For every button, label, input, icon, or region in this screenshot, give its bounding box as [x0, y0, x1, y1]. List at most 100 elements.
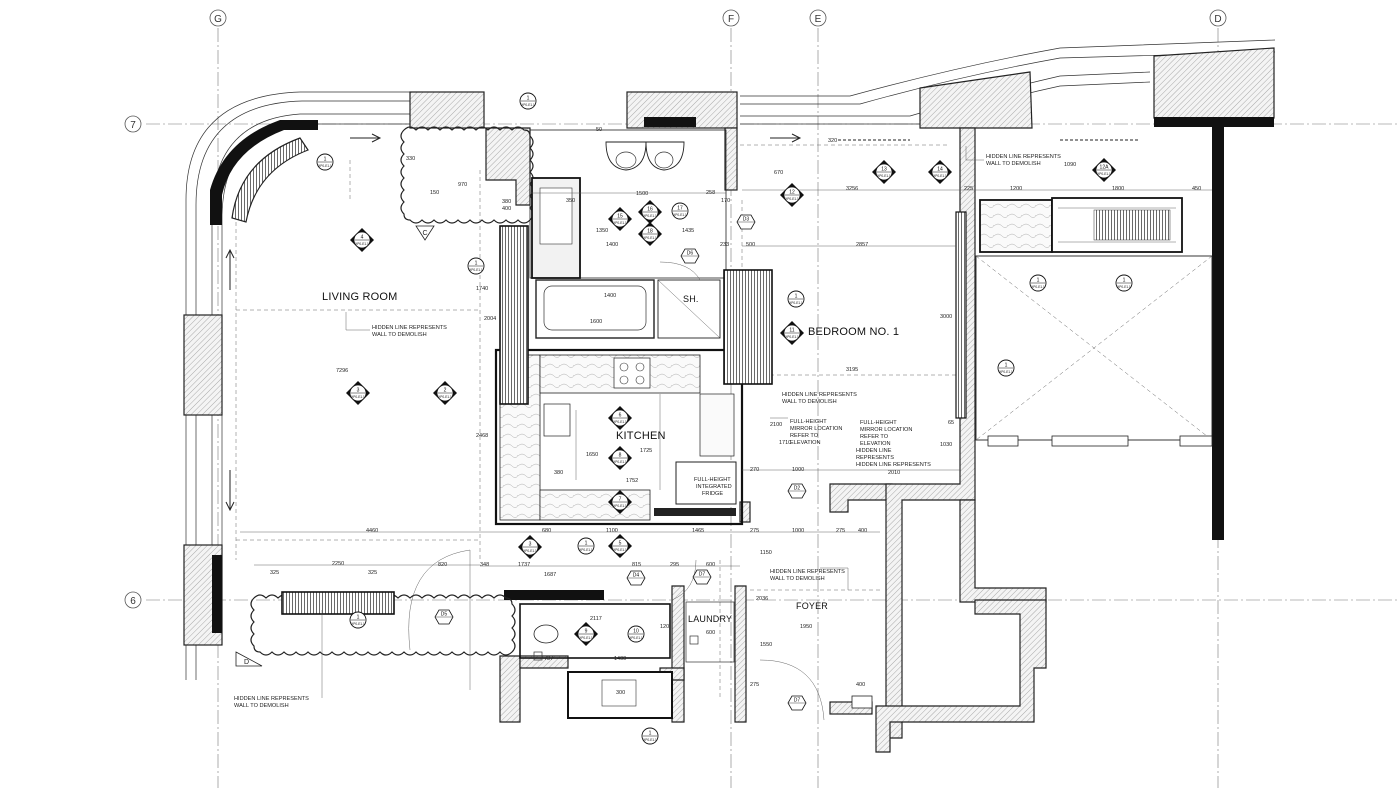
- svg-text:XP0-E1.1: XP0-E1.1: [318, 164, 332, 168]
- airflow-arrows: [225, 133, 1140, 512]
- svg-text:XP0-E1.1: XP0-E1.1: [643, 738, 657, 742]
- svg-text:170: 170: [721, 198, 730, 204]
- note-mirror-1: FULL-HEIGHT MIRROR LOCATION REFER TO ELE…: [770, 417, 842, 446]
- svg-text:275: 275: [750, 682, 759, 688]
- heater-unit-4: [281, 591, 395, 615]
- svg-text:1465: 1465: [692, 528, 704, 534]
- svg-text:XP0-E1.1: XP0-E1.1: [613, 420, 627, 424]
- svg-text:1: 1: [324, 157, 327, 163]
- heater-unit-3: [955, 211, 967, 419]
- svg-text:XP0-E1.1: XP0-E1.1: [643, 236, 657, 240]
- svg-text:600: 600: [706, 630, 715, 636]
- svg-text:XP0-E1.1: XP0-E1.1: [1031, 285, 1045, 289]
- grid-bubble-e: E: [809, 9, 827, 27]
- grid-bubble-6: 6: [124, 591, 142, 609]
- svg-text:D5: D5: [441, 612, 448, 618]
- svg-text:225: 225: [964, 186, 973, 192]
- heater-unit-2: [723, 269, 773, 385]
- section-mark-c: C: [415, 225, 435, 241]
- svg-text:INTEGRATED: INTEGRATED: [696, 484, 732, 490]
- svg-text:18: 18: [647, 229, 653, 235]
- svg-text:670: 670: [774, 170, 783, 176]
- svg-text:7: 7: [130, 120, 136, 131]
- structure-west-block: [212, 555, 222, 633]
- svg-text:C: C: [422, 230, 427, 237]
- pier-north-3: [919, 71, 1033, 129]
- svg-text:1: 1: [475, 261, 478, 267]
- svg-text:ELEVATION: ELEVATION: [860, 441, 891, 447]
- svg-text:6: 6: [130, 596, 136, 607]
- svg-text:HIDDEN LINE REPRESENTS: HIDDEN LINE REPRESENTS: [782, 392, 857, 398]
- svg-text:2250: 2250: [332, 561, 344, 567]
- svg-text:1: 1: [1005, 363, 1008, 369]
- svg-text:XP0-E1.1: XP0-E1.1: [523, 549, 537, 553]
- svg-text:XP0-E1.1: XP0-E1.1: [785, 335, 799, 339]
- svg-text:HIDDEN LINE REPRESENTS: HIDDEN LINE REPRESENTS: [234, 696, 309, 702]
- svg-text:1400: 1400: [606, 242, 618, 248]
- svg-text:3: 3: [357, 388, 360, 394]
- svg-text:XP0-E1.1: XP0-E1.1: [579, 548, 593, 552]
- svg-text:F: F: [728, 14, 734, 25]
- svg-text:WALL TO DEMOLISH: WALL TO DEMOLISH: [986, 161, 1041, 167]
- grid-bubble-g: G: [209, 9, 227, 27]
- svg-text:1000: 1000: [792, 528, 804, 534]
- svg-text:500: 500: [746, 242, 755, 248]
- door-tag-d6: D6: [680, 248, 700, 264]
- svg-text:XP0-E1.1: XP0-E1.1: [629, 636, 643, 640]
- svg-text:1950: 1950: [800, 624, 812, 630]
- door-tag-d7: D7: [787, 695, 807, 711]
- svg-text:XP0-E1.1: XP0-E1.1: [613, 460, 627, 464]
- svg-text:XP0-E1.1: XP0-E1.1: [785, 197, 799, 201]
- svg-text:1725: 1725: [640, 448, 652, 454]
- svg-text:3256: 3256: [846, 186, 858, 192]
- svg-text:WALL TO DEMOLISH: WALL TO DEMOLISH: [234, 703, 289, 709]
- svg-text:XP0-E1.1: XP0-E1.1: [613, 504, 627, 508]
- svg-text:600: 600: [706, 562, 715, 568]
- svg-text:2004: 2004: [484, 316, 496, 322]
- svg-text:4460: 4460: [366, 528, 378, 534]
- svg-text:2857: 2857: [856, 242, 868, 248]
- svg-text:737: 737: [544, 656, 553, 662]
- svg-text:1090: 1090: [1064, 162, 1076, 168]
- svg-text:3: 3: [529, 542, 532, 548]
- interior-walls: [485, 127, 1047, 753]
- curved-radiator: [231, 137, 309, 223]
- svg-text:1550: 1550: [760, 642, 772, 648]
- svg-text:17: 17: [677, 206, 683, 212]
- svg-text:3000: 3000: [940, 314, 952, 320]
- svg-text:MIRROR LOCATION: MIRROR LOCATION: [790, 426, 842, 432]
- svg-text:FULL-HEIGHT: FULL-HEIGHT: [790, 419, 827, 425]
- svg-text:WALL TO DEMOLISH: WALL TO DEMOLISH: [372, 332, 427, 338]
- svg-text:450: 450: [1192, 186, 1201, 192]
- svg-text:400: 400: [856, 682, 865, 688]
- room-label-laundry: LAUNDRY: [688, 614, 732, 624]
- structure-beam-n: [644, 117, 696, 127]
- svg-text:8: 8: [619, 453, 622, 459]
- svg-text:1650: 1650: [586, 452, 598, 458]
- svg-text:D7: D7: [699, 572, 706, 578]
- svg-text:XP0-E1.1: XP0-E1.1: [351, 622, 365, 626]
- svg-text:1710: 1710: [779, 440, 791, 446]
- svg-text:150: 150: [430, 190, 439, 196]
- structure-beam-s: [504, 590, 604, 600]
- note-demolish-hall: HIDDEN LINE REPRESENTS HIDDEN LINE REPRE…: [856, 448, 931, 468]
- svg-text:1: 1: [1123, 278, 1126, 284]
- svg-text:XP0-E1.1: XP0-E1.1: [933, 174, 947, 178]
- svg-text:9: 9: [585, 629, 588, 635]
- svg-text:XP0-E1.1: XP0-E1.1: [1117, 285, 1131, 289]
- svg-text:2468: 2468: [476, 433, 488, 439]
- svg-text:400: 400: [858, 528, 867, 534]
- svg-text:1: 1: [1037, 278, 1040, 284]
